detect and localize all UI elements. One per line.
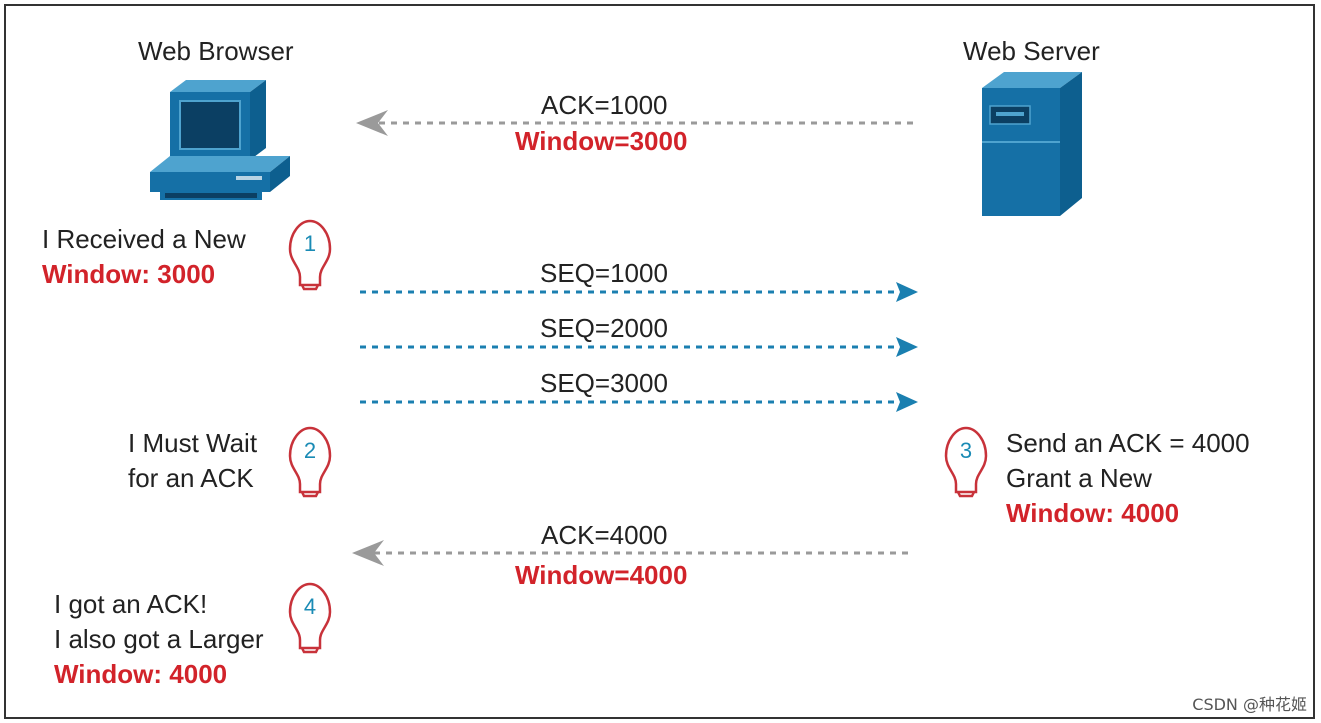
note-3: Send an ACK = 4000 Grant a New Window: 4…: [1006, 426, 1250, 531]
server-tower-icon: [982, 72, 1082, 216]
note-window-value: Window: 4000: [54, 659, 228, 689]
message-window-label: Window=4000: [515, 560, 688, 590]
note-window-value: Window: 4000: [1006, 498, 1180, 528]
note-line: Send an ACK = 4000: [1006, 428, 1250, 458]
watermark: CSDN @种花姬: [1192, 695, 1307, 714]
note-line: I got an ACK!: [54, 589, 208, 619]
lightbulb-icon: 1: [288, 219, 332, 291]
message-label: SEQ=3000: [540, 368, 668, 398]
lightbulb-icon: 3: [944, 426, 988, 498]
note-line: I Must Wait: [128, 428, 258, 458]
bulb-number-2: 2: [304, 438, 316, 463]
note-line: I also got a Larger: [54, 624, 264, 654]
arrow-ack-1000: [356, 110, 913, 136]
bulb-number-1: 1: [304, 231, 316, 256]
note-4: I got an ACK! I also got a Larger Window…: [54, 587, 264, 692]
note-line: Grant a New: [1006, 463, 1152, 493]
bulb-number-3: 3: [960, 438, 972, 463]
bulb-number-4: 4: [304, 594, 316, 619]
arrow-ack-4000: [352, 540, 908, 566]
note-1: I Received a New Window: 3000: [42, 222, 246, 292]
note-line: I Received a New: [42, 224, 246, 254]
lightbulb-icon: 4: [288, 582, 332, 654]
message-label: SEQ=1000: [540, 258, 668, 288]
message-label: ACK=1000: [541, 90, 668, 120]
message-window-label: Window=3000: [515, 126, 688, 156]
arrow-seq-2000: [360, 337, 918, 357]
message-label: ACK=4000: [541, 520, 668, 550]
note-line: for an ACK: [128, 463, 254, 493]
message-label: SEQ=2000: [540, 313, 668, 343]
arrow-seq-1000: [360, 282, 918, 302]
arrow-seq-3000: [360, 392, 918, 412]
note-2: I Must Wait for an ACK: [128, 426, 257, 496]
note-window-value: Window: 3000: [42, 259, 216, 289]
desktop-computer-icon: [150, 80, 290, 200]
browser-label: Web Browser: [138, 36, 294, 66]
lightbulb-icon: 2: [288, 426, 332, 498]
server-label: Web Server: [963, 36, 1100, 66]
